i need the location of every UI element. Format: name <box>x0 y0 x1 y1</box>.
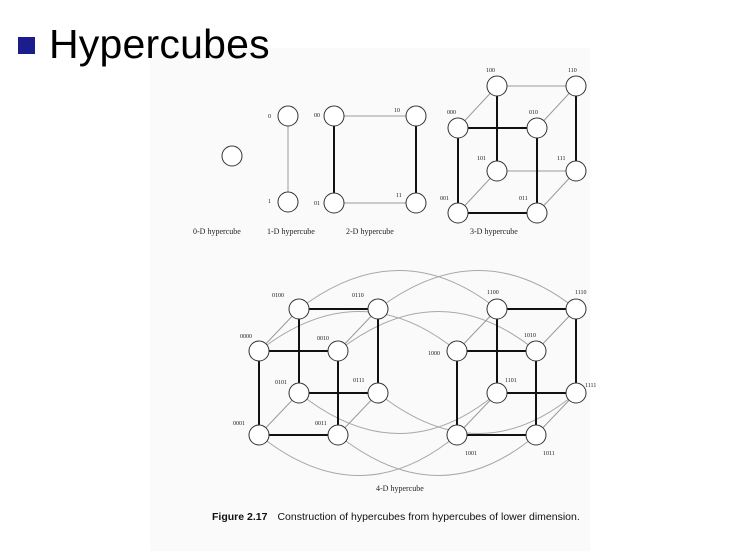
label-3d-100: 100 <box>486 68 495 74</box>
node-1d-1 <box>277 191 299 213</box>
label-1d-0: 0 <box>268 114 271 120</box>
figure-caption: Figure 2.17 Construction of hypercubes fr… <box>212 511 580 523</box>
edge-4d-arc <box>337 434 537 476</box>
label-2d-01: 01 <box>314 201 320 207</box>
label-4d-1101: 1101 <box>505 378 517 384</box>
label-2d-hypercube: 2-D hypercube <box>346 227 394 236</box>
node-4d-0011 <box>327 424 349 446</box>
label-4d-0011: 0011 <box>315 421 327 427</box>
label-4d-0001: 0001 <box>233 421 245 427</box>
edge-4d-arc <box>337 311 537 352</box>
label-4d-1011: 1011 <box>543 451 555 457</box>
bullet-square-icon <box>18 36 35 54</box>
label-1d-1: 1 <box>268 199 271 205</box>
label-3d-111: 111 <box>557 156 566 162</box>
label-3d-000: 000 <box>447 110 456 116</box>
node-4d-0100 <box>288 298 310 320</box>
label-4d-1100: 1100 <box>487 290 499 296</box>
node-2d-00 <box>323 105 345 127</box>
label-4d-1000: 1000 <box>428 351 440 357</box>
node-3d-010 <box>526 117 548 139</box>
node-1d-0 <box>277 105 299 127</box>
node-4d-1000 <box>446 340 468 362</box>
node-2d-10 <box>405 105 427 127</box>
node-4d-1001 <box>446 424 468 446</box>
label-1d-hypercube: 1-D hypercube <box>267 227 315 236</box>
label-2d-10: 10 <box>394 108 400 114</box>
label-4d-0111: 0111 <box>353 378 365 384</box>
label-4d-0110: 0110 <box>352 293 364 299</box>
node-3d-101 <box>486 160 508 182</box>
node-4d-0101 <box>288 382 310 404</box>
node-4d-0001 <box>248 424 270 446</box>
label-3d-011: 011 <box>519 196 528 202</box>
node-2d-11 <box>405 192 427 214</box>
label-3d-101: 101 <box>477 156 486 162</box>
label-3d-110: 110 <box>568 68 577 74</box>
label-4d-1001: 1001 <box>465 451 477 457</box>
label-3d-hypercube: 3-D hypercube <box>470 227 518 236</box>
node-4d-1101 <box>486 382 508 404</box>
label-4d-0100: 0100 <box>272 293 284 299</box>
slide-header: Hypercubes <box>18 16 270 72</box>
label-4d-1111: 1111 <box>585 383 596 389</box>
node-4d-1111 <box>565 382 587 404</box>
label-3d-010: 010 <box>529 110 538 116</box>
node-3d-100 <box>486 75 508 97</box>
node-3d-111 <box>565 160 587 182</box>
label-4d-hypercube: 4-D hypercube <box>376 484 424 493</box>
node-3d-110 <box>565 75 587 97</box>
label-4d-0101: 0101 <box>275 380 287 386</box>
figure-panel <box>150 48 590 551</box>
node-4d-0111 <box>367 382 389 404</box>
node-4d-1010 <box>525 340 547 362</box>
label-2d-00: 00 <box>314 113 320 119</box>
label-3d-001: 001 <box>440 196 449 202</box>
label-4d-1110: 1110 <box>575 290 587 296</box>
edge-4d-arc <box>298 270 498 310</box>
node-4d-0000 <box>248 340 270 362</box>
edge-4d-arc <box>377 270 577 310</box>
figure-caption-text: Construction of hypercubes from hypercub… <box>277 511 580 523</box>
node-4d-0110 <box>367 298 389 320</box>
node-4d-1110 <box>565 298 587 320</box>
node-3d-011 <box>526 202 548 224</box>
node-3d-000 <box>447 117 469 139</box>
label-2d-11: 11 <box>396 193 402 199</box>
node-0d <box>221 145 243 167</box>
label-4d-1010: 1010 <box>524 333 536 339</box>
node-4d-0010 <box>327 340 349 362</box>
node-4d-1100 <box>486 298 508 320</box>
label-4d-0010: 0010 <box>317 336 329 342</box>
label-4d-0000: 0000 <box>240 334 252 340</box>
edge-4d-arc <box>298 392 498 434</box>
node-2d-01 <box>323 192 345 214</box>
edge-4d-arc <box>377 392 577 434</box>
node-3d-001 <box>447 202 469 224</box>
label-0d-hypercube: 0-D hypercube <box>193 227 241 236</box>
edge-4d-arc <box>258 434 458 476</box>
figure-number: Figure 2.17 <box>212 511 268 523</box>
slide-title: Hypercubes <box>49 20 270 67</box>
edge-4d-arc <box>258 311 458 352</box>
node-4d-1011 <box>525 424 547 446</box>
